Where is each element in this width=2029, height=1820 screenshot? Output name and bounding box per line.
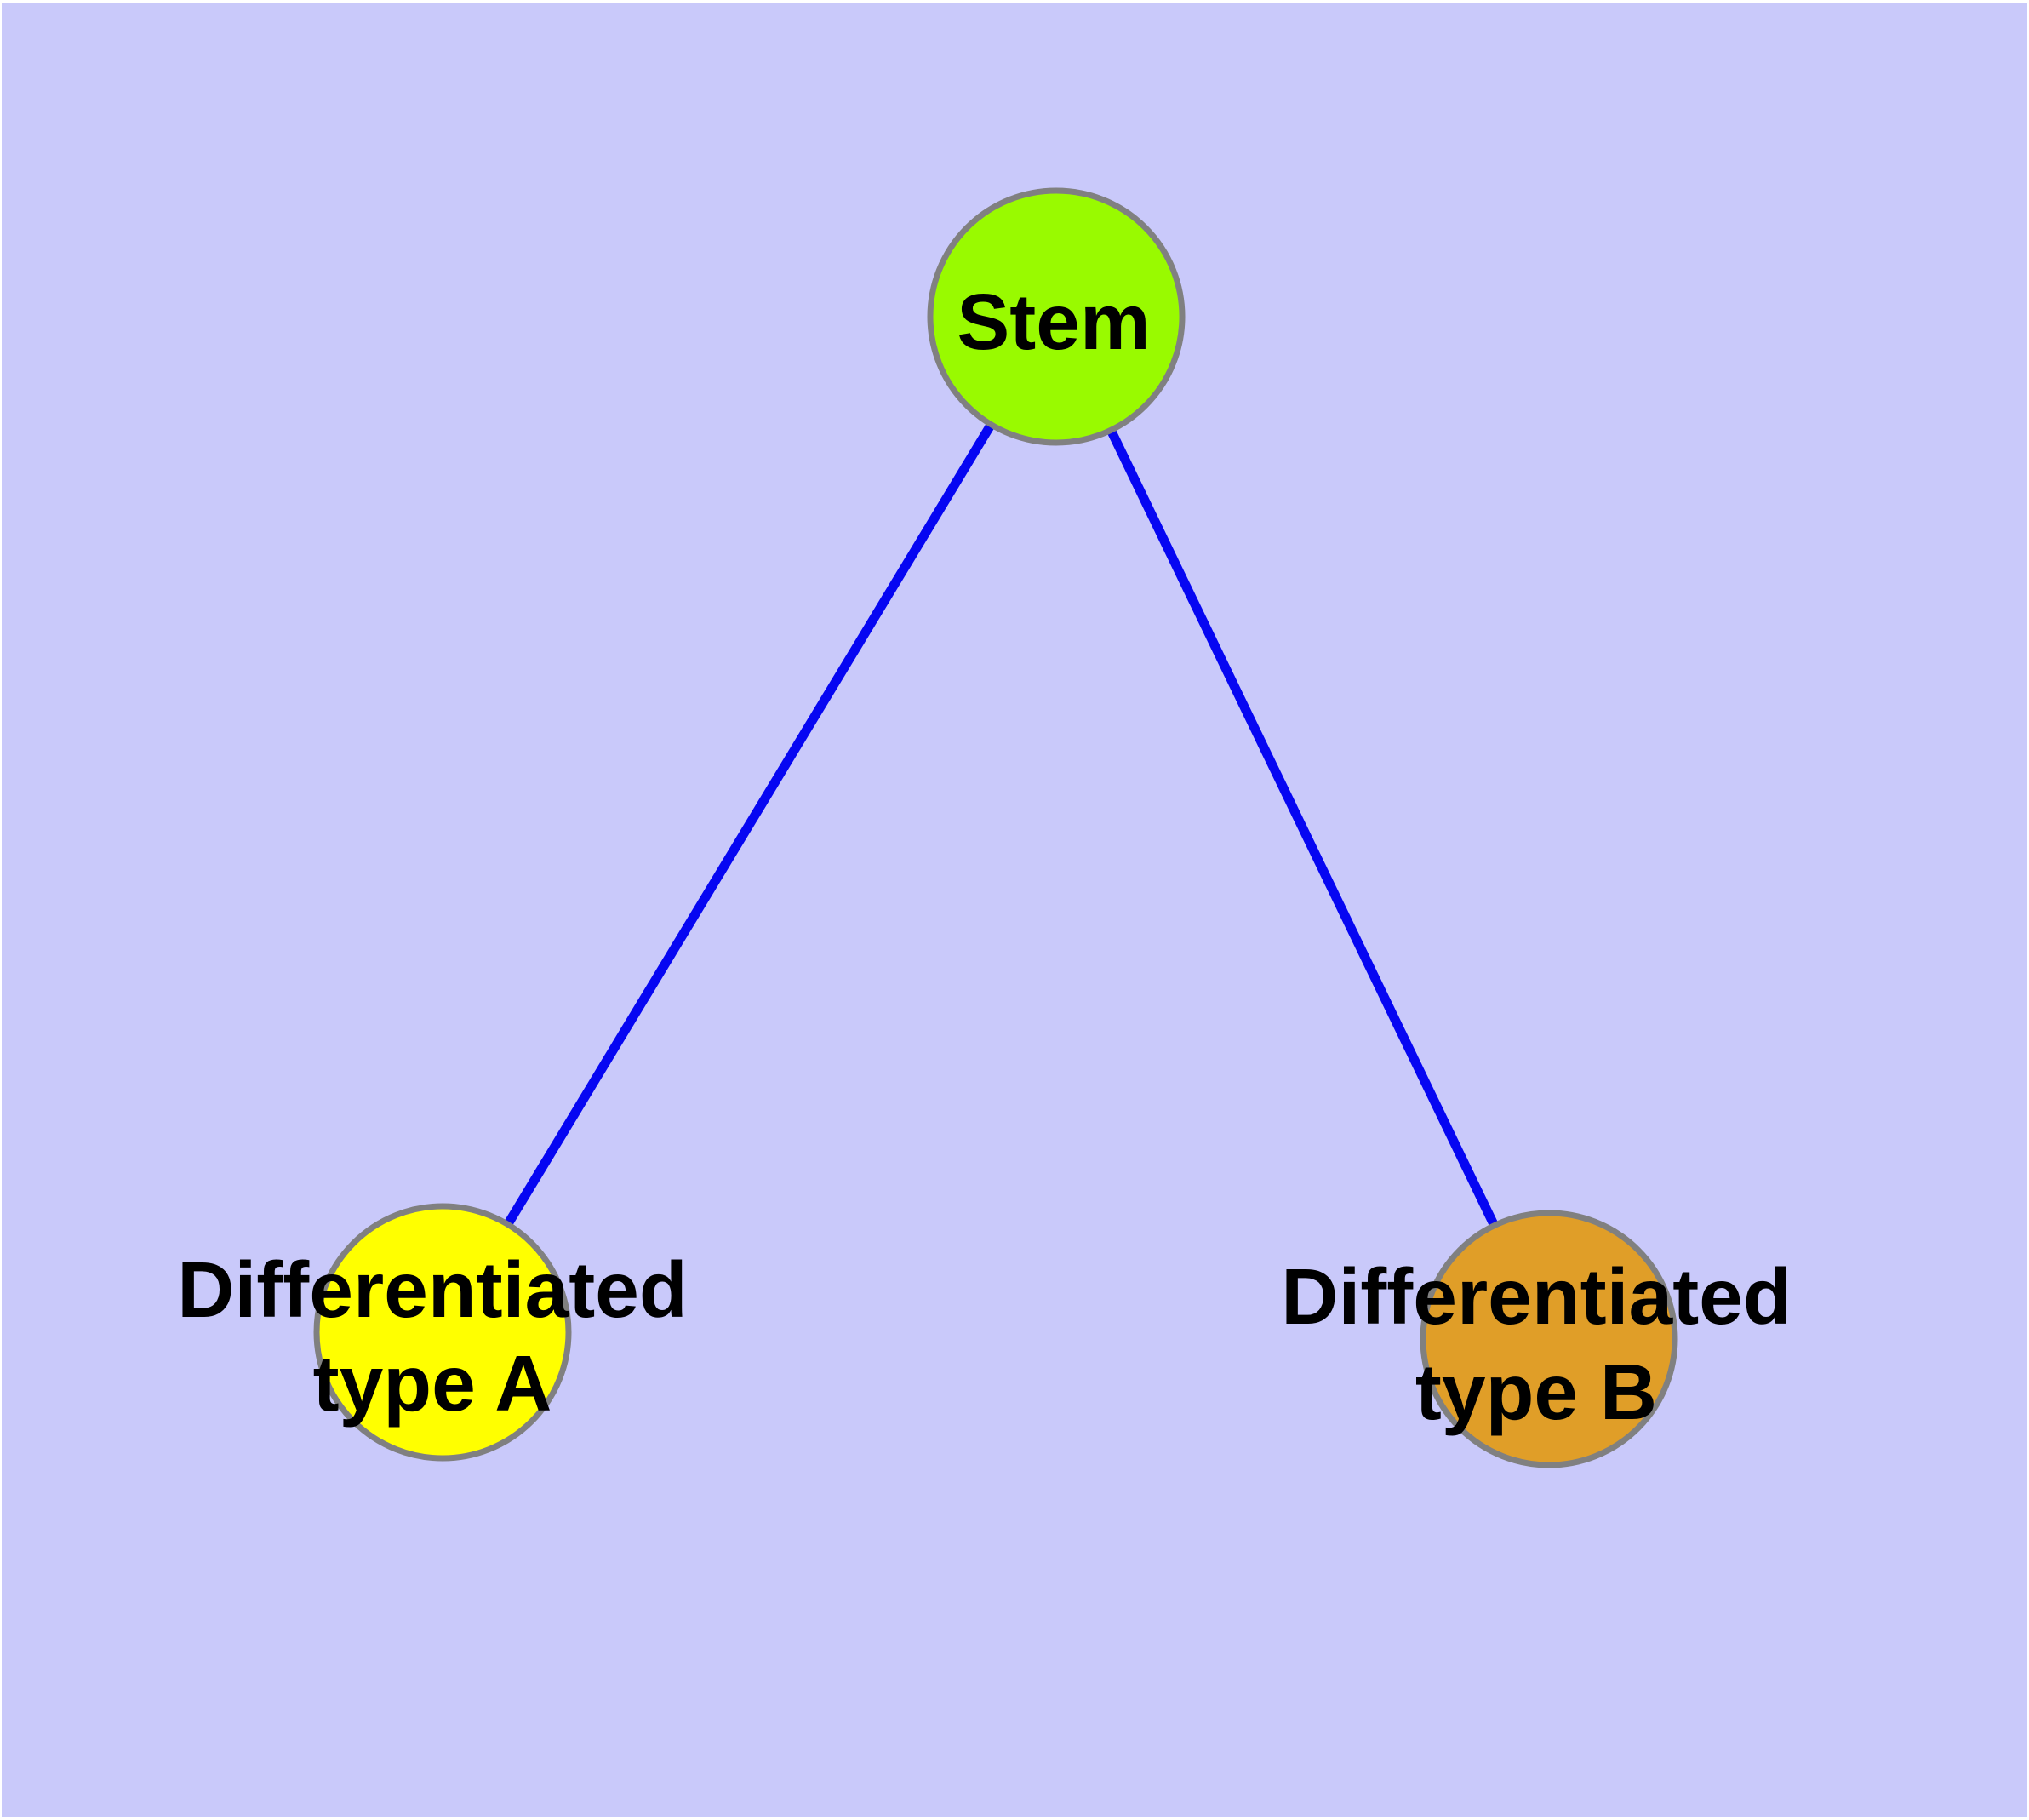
node-stem [927,187,1186,446]
node-type-a [313,1203,572,1462]
node-type-b-label-line2: type B [1415,1348,1657,1436]
node-type-a-label-line2: type A [313,1339,552,1428]
node-type-a-label-line1: Differentiated [177,1245,687,1334]
node-type-b [1420,1210,1678,1468]
node-stem-label: Stem [957,278,1150,366]
edge-stem-to-type-b [1052,314,1553,1342]
node-type-b-label-line1: Differentiated [1281,1252,1791,1341]
edge-stem-to-type-a [438,314,1060,1335]
